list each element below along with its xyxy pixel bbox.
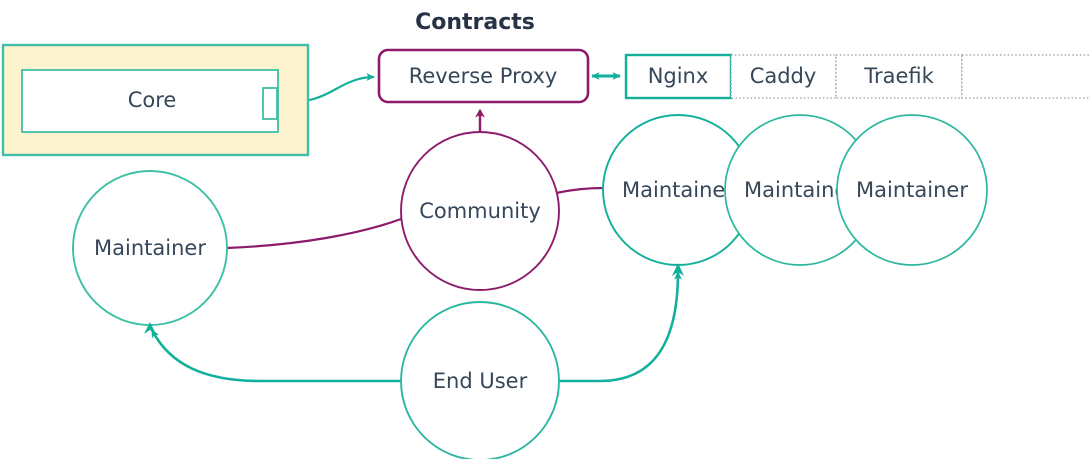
circle-community-label: Community <box>419 199 541 223</box>
contracts-title: Contracts <box>415 10 535 35</box>
reverse-proxy-label: Reverse Proxy <box>409 64 558 88</box>
circle-end-user-label: End User <box>433 369 528 393</box>
arrowhead-into-maintainer-left <box>144 322 156 334</box>
edge-end-user-to-maintainer-left <box>150 329 401 383</box>
core-inner-box[interactable] <box>21 69 279 133</box>
core-port[interactable] <box>262 87 278 120</box>
edge-community-to-maintainer-left <box>226 217 402 250</box>
circle-maintainer-3-label: Maintainer <box>856 178 968 202</box>
circle-maintainer-3[interactable] <box>836 114 988 266</box>
reverse-proxy-box[interactable] <box>377 48 590 104</box>
option-label-traefik: Traefik <box>863 64 934 88</box>
circle-end-user[interactable] <box>400 301 560 459</box>
option-box-empty[interactable] <box>961 54 1090 99</box>
option-box-traefik[interactable] <box>835 54 963 99</box>
edge-end-user-to-maintainer-right <box>559 271 682 383</box>
option-box-caddy[interactable] <box>730 54 837 99</box>
circle-maintainer-1-label: Maintainer <box>622 178 734 202</box>
core-label: Core <box>128 88 177 112</box>
option-box-nginx[interactable] <box>624 53 733 100</box>
arrowhead-into-maintainer-right <box>672 263 684 276</box>
option-label-nginx: Nginx <box>648 64 709 88</box>
option-label-caddy: Caddy <box>750 64 817 88</box>
edge-community-to-maintainer-right <box>555 186 604 195</box>
circle-maintainer-left-label: Maintainer <box>94 236 206 260</box>
circle-community[interactable] <box>400 131 560 291</box>
